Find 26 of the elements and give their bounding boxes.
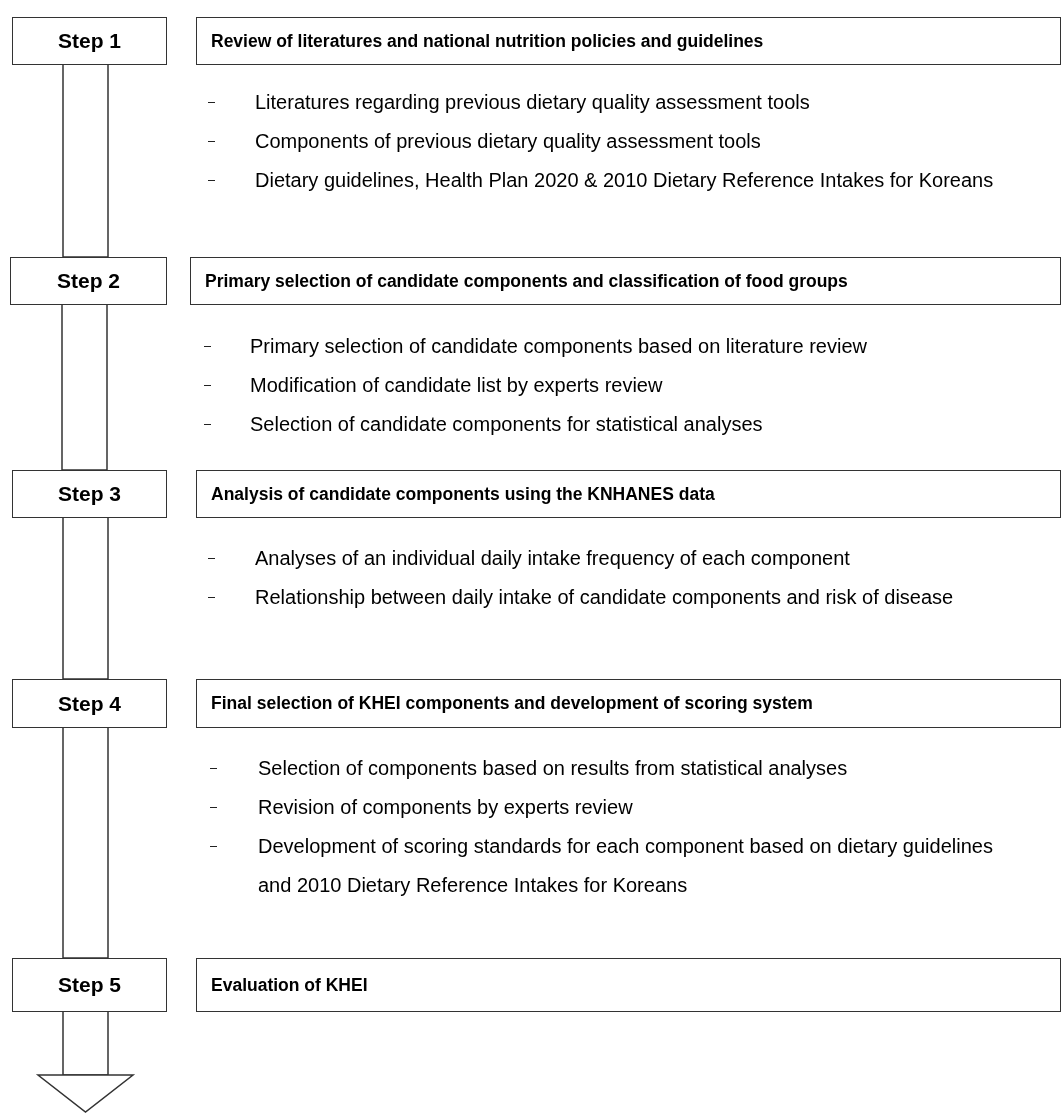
connector-shaft xyxy=(62,727,109,959)
bullet-text: Components of previous dietary quality assessment tools xyxy=(255,129,762,154)
connector-shaft xyxy=(62,64,109,258)
stage-title-box: Analysis of candidate components using the KNHANES data xyxy=(196,470,1061,518)
stage-title-box: Evaluation of KHEI xyxy=(196,958,1061,1012)
stage-title-box: Final selection of KHEI components and development of scoring system xyxy=(196,679,1061,728)
stage-title-box: Primary selection of candidate components and classification of food groups xyxy=(190,257,1061,305)
bullet-text: Selection of components based on results from statistical analyses xyxy=(258,756,849,781)
bullet-text: Development of scoring standards for each component based on dietary guidelines and 2010 Dietary Reference Intakes for Koreans xyxy=(258,834,994,898)
step-box: Step 5 xyxy=(12,958,167,1012)
step-box: Step 3 xyxy=(12,470,167,518)
bullet-text: Literatures regarding previous dietary quality assessment tools xyxy=(255,90,811,115)
bullet-text: Primary selection of candidate components based on literature review xyxy=(250,334,868,359)
bullet-text: Relationship between daily intake of candidate components and risk of disease xyxy=(255,585,955,610)
stage-title-box: Review of literatures and national nutrition policies and guidelines xyxy=(196,17,1061,65)
bullet-text: Dietary guidelines, Health Plan 2020 & 2010 Dietary Reference Intakes for Koreans xyxy=(255,168,995,193)
bullet-text: Analyses of an individual daily intake frequency of each component xyxy=(255,546,851,571)
connector-shaft xyxy=(61,304,108,471)
bullet-text: Modification of candidate list by experts review xyxy=(250,373,664,398)
bullet-text: Selection of candidate components for statistical analyses xyxy=(250,412,764,437)
step-box: Step 4 xyxy=(12,679,167,728)
step-box: Step 1 xyxy=(12,17,167,65)
step-box: Step 2 xyxy=(10,257,167,305)
connector-shaft xyxy=(62,517,109,680)
bullet-text: Revision of components by experts review xyxy=(258,795,634,820)
block-arrow xyxy=(37,1011,134,1113)
